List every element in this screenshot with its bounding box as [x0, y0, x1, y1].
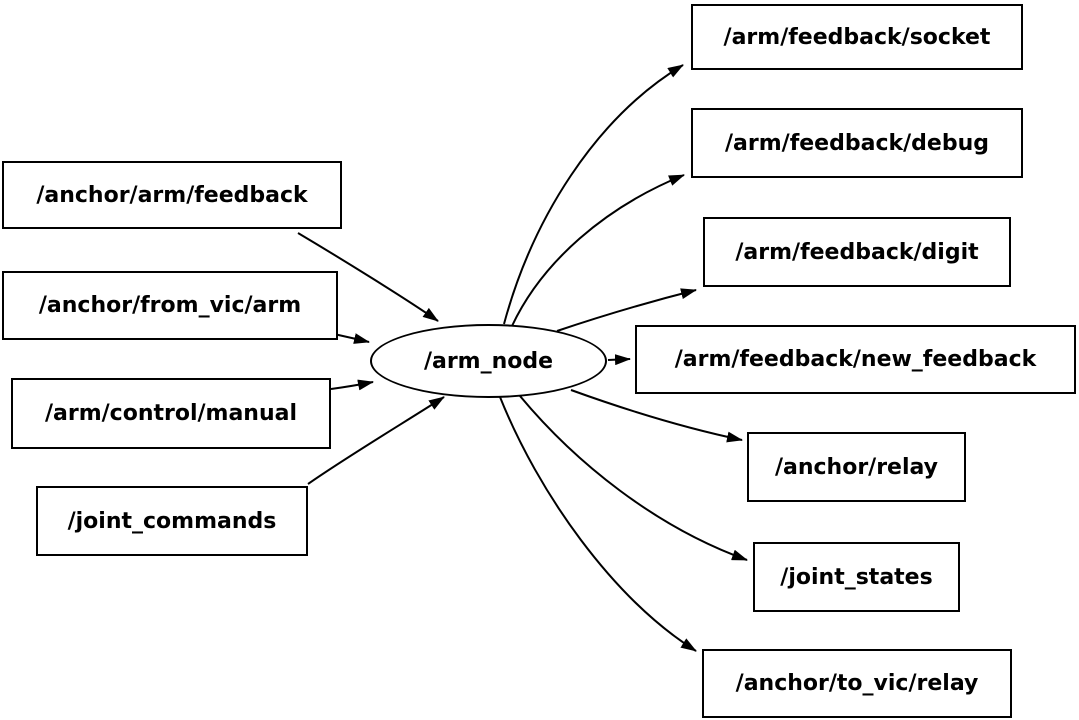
topic-box-arm-feedback-new-feedback: /arm/feedback/new_feedback — [635, 325, 1076, 394]
edge-arm-node-to-arm-feedback-debug — [511, 174, 685, 327]
topic-label: /arm/control/manual — [44, 401, 298, 426]
topic-label: /anchor/to_vic/relay — [735, 671, 979, 696]
topic-box-anchor-from-vic-arm: /anchor/from_vic/arm — [2, 271, 338, 340]
edge-arm-control-manual-to-arm-node — [330, 379, 374, 391]
edge-arm-node-to-arm-feedback-new-feedback — [607, 354, 631, 366]
topic-label: /anchor/relay — [774, 454, 939, 480]
topic-label: /anchor/arm/feedback — [36, 182, 308, 208]
topic-box-anchor-to-vic-relay: /anchor/to_vic/relay — [702, 649, 1012, 718]
edge-joint-commands-to-arm-node — [307, 396, 445, 485]
topic-label: /anchor/from_vic/arm — [38, 293, 302, 318]
edge-arm-node-to-anchor-to-vic-relay — [499, 396, 697, 652]
topic-box-arm-feedback-digit: /arm/feedback/digit — [703, 217, 1011, 287]
topic-box-joint-states: /joint_states — [753, 542, 960, 612]
topic-label: /arm/feedback/new_feedback — [674, 347, 1037, 372]
topic-label: /joint_commands — [67, 508, 277, 534]
topic-box-joint-commands: /joint_commands — [36, 486, 308, 556]
edge-anchor-from-vic-arm-to-arm-node — [333, 333, 370, 344]
node-ellipse-arm-node: /arm_node — [370, 324, 607, 398]
topic-box-arm-feedback-socket: /arm/feedback/socket — [691, 4, 1023, 70]
topic-label: /arm/feedback/socket — [723, 24, 991, 50]
node-label: /arm_node — [423, 348, 554, 374]
topic-label: /joint_states — [780, 564, 933, 590]
topic-box-anchor-relay: /anchor/relay — [747, 432, 966, 502]
edge-arm-node-to-anchor-relay — [570, 389, 743, 443]
edge-arm-node-to-arm-feedback-digit — [556, 288, 697, 332]
topic-label: /arm/feedback/debug — [725, 130, 989, 156]
edge-arm-node-to-arm-feedback-socket — [503, 64, 684, 325]
topic-box-arm-control-manual: /arm/control/manual — [11, 378, 331, 449]
topic-box-arm-feedback-debug: /arm/feedback/debug — [691, 108, 1023, 178]
edge-arm-node-to-joint-states — [519, 395, 748, 561]
topic-label: /arm/feedback/digit — [735, 239, 979, 265]
edge-anchor-arm-feedback-to-arm-node — [297, 232, 439, 322]
topic-box-anchor-arm-feedback: /anchor/arm/feedback — [2, 161, 342, 229]
